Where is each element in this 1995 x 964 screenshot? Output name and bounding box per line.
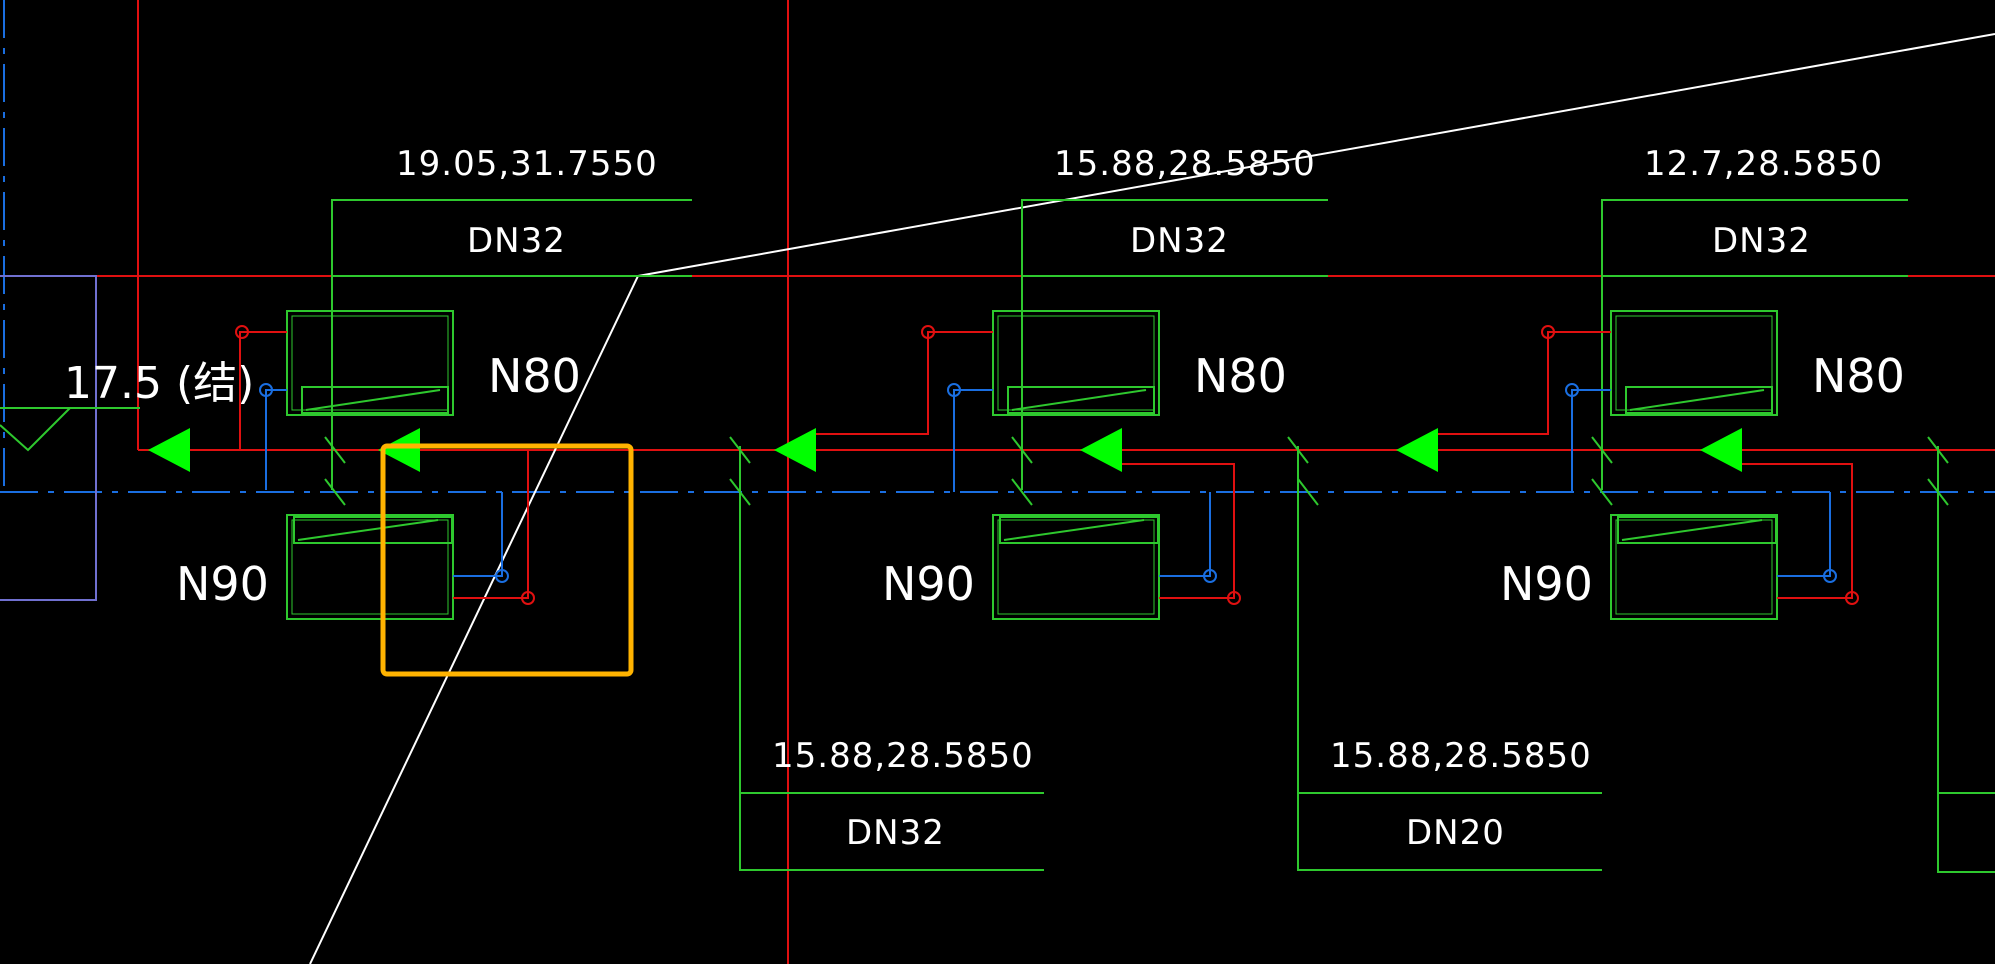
- indoor-unit-lower[interactable]: [286, 514, 454, 620]
- indoor-unit-pair-2[interactable]: N80 N90: [816, 310, 1287, 620]
- selection-highlight-box[interactable]: [380, 443, 634, 677]
- indoor-unit-lower[interactable]: [1610, 514, 1778, 620]
- blue-valve-icon: [1823, 569, 1837, 583]
- red-valve-icon: [1845, 591, 1859, 605]
- bottom-pipe-label-2: DN20: [1406, 813, 1505, 853]
- top-size-label-2: 15.88,28.5850: [1054, 144, 1316, 184]
- blue-valve-icon: [947, 383, 961, 397]
- flow-arrow-icon: [774, 428, 816, 472]
- indoor-unit-upper[interactable]: [1610, 310, 1778, 416]
- bottom-label-group-1: 15.88,28.5850 DN32: [739, 446, 1044, 871]
- top-pipe-label-3: DN32: [1712, 221, 1811, 261]
- bottom-label-group-3-partial: [1937, 446, 1995, 873]
- red-valve-icon: [521, 591, 535, 605]
- top-pipe-label-1: DN32: [467, 221, 566, 261]
- blue-valve-icon: [259, 383, 273, 397]
- red-valve-icon: [921, 325, 935, 339]
- bottom-label-group-2: 15.88,28.5850 DN20: [1297, 446, 1602, 871]
- top-size-label-1: 19.05,31.7550: [396, 144, 658, 184]
- bottom-size-label-1: 15.88,28.5850: [772, 736, 1034, 776]
- flow-arrow-icon: [148, 428, 190, 472]
- top-pipe-label-2: DN32: [1130, 221, 1229, 261]
- blue-valve-icon: [1565, 383, 1579, 397]
- red-valve-icon: [235, 325, 249, 339]
- indoor-unit-pair-3[interactable]: N80 N90: [1438, 310, 1905, 620]
- flow-arrows: [148, 428, 1742, 472]
- red-valve-icon: [1227, 591, 1241, 605]
- red-valve-icon: [1541, 325, 1555, 339]
- unit-code-upper-3: N80: [1812, 349, 1905, 403]
- bottom-pipe-label-1: DN32: [846, 813, 945, 853]
- flow-arrow-icon: [1396, 428, 1438, 472]
- indoor-unit-upper[interactable]: [286, 310, 454, 416]
- unit-code-lower-3: N90: [1500, 557, 1593, 611]
- indoor-unit-lower[interactable]: [992, 514, 1160, 620]
- top-label-group-1: 19.05,31.7550 DN32: [331, 144, 692, 490]
- unit-code-lower-1: N90: [176, 557, 269, 611]
- flow-arrow-icon: [1700, 428, 1742, 472]
- top-size-label-3: 12.7,28.5850: [1644, 144, 1883, 184]
- unit-code-lower-2: N90: [882, 557, 975, 611]
- bottom-size-label-2: 15.88,28.5850: [1330, 736, 1592, 776]
- top-label-group-3: 12.7,28.5850 DN32: [1601, 144, 1908, 490]
- indoor-unit-pair-1[interactable]: N80 N90: [176, 310, 581, 620]
- unit-code-upper-1: N80: [488, 349, 581, 403]
- flow-arrow-icon: [378, 428, 420, 472]
- top-label-group-2: 15.88,28.5850 DN32: [1021, 144, 1328, 490]
- elevation-marker: 17.5 (结): [0, 358, 254, 452]
- pipe-tick-marks: [324, 436, 1949, 506]
- unit-code-upper-2: N80: [1194, 349, 1287, 403]
- blue-valve-icon: [495, 569, 509, 583]
- flow-arrow-icon: [1080, 428, 1122, 472]
- elevation-label: 17.5 (结): [64, 358, 254, 409]
- blue-valve-icon: [1203, 569, 1217, 583]
- indoor-unit-upper[interactable]: [992, 310, 1160, 416]
